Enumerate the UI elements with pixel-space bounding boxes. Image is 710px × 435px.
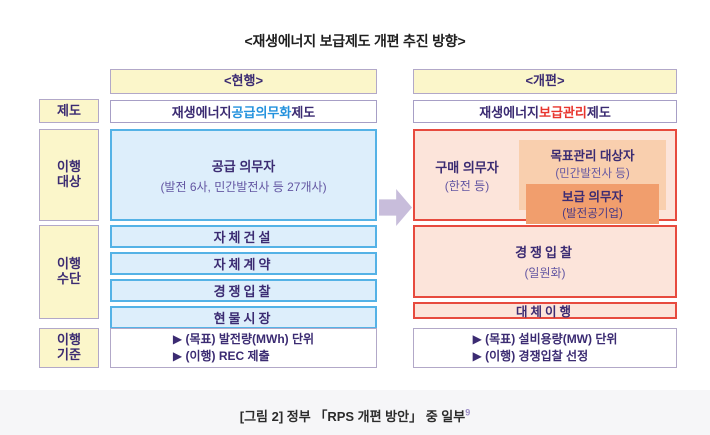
reform-target-box: 구매 의무자 (한전 등) 목표관리 대상자 (민간발전사 등) 보급 의무자 …	[413, 129, 677, 224]
reform-criteria-line2: ▶ (이행) 경쟁입찰 선정	[472, 349, 589, 363]
diagram-title: <재생에너지 보급제도 개편 추진 방향>	[244, 33, 466, 49]
current-target-title: 공급 의무자	[211, 158, 276, 174]
reform-column-header: <개편>	[413, 69, 677, 94]
reform-means-main-box: 경쟁입찰 (일원화)	[413, 225, 677, 298]
reform-buyer-subtitle: (한전 등)	[444, 178, 490, 193]
row-label-target-line2: 대상	[57, 174, 81, 189]
reform-means-main-title: 경쟁입찰	[515, 245, 575, 260]
current-system-suffix: 제도	[291, 105, 316, 120]
reform-header-text: <개편>	[525, 73, 565, 89]
current-means-item-self-contract: 자체계약	[110, 252, 377, 275]
reform-buyer-block: 구매 의무자 (한전 등)	[415, 157, 519, 194]
reform-buyer-title: 구매 의무자	[435, 159, 499, 175]
current-target-box: 공급 의무자 (발전 6사, 민간발전사 등 27개사)	[110, 129, 377, 221]
row-label-target: 이행 대상	[39, 129, 99, 221]
reform-managed-subtitle: (민간발전사 등)	[555, 168, 630, 180]
row-label-target-line1: 이행	[57, 159, 81, 175]
current-target-subtitle: (발전 6사, 민간발전사 등 27개사)	[160, 179, 327, 194]
reform-supplier-subtitle: (발전공기업)	[562, 208, 623, 220]
row-label-system-text: 제도	[57, 102, 81, 118]
row-label-criteria-line2: 기준	[57, 347, 81, 362]
reform-means-main-subtitle: (일원화)	[524, 266, 566, 280]
current-system-highlight: 공급의무화	[231, 105, 292, 120]
row-label-means: 이행 수단	[39, 225, 99, 319]
row-label-criteria: 이행 기준	[39, 328, 99, 368]
reform-criteria-lines: ▶ (목표) 설비용량(MW) 단위 ▶ (이행) 경쟁입찰 선정	[473, 331, 618, 365]
reform-means-alt-box: 대체이행	[413, 302, 677, 319]
row-label-means-line2: 수단	[57, 271, 81, 286]
reform-means-alt-text: 대체이행	[515, 305, 574, 319]
reform-system-suffix: 제도	[586, 105, 611, 120]
current-system-box: 재생에너지 공급의무화 제도	[110, 100, 377, 123]
current-means-item-spot-market: 현물시장	[110, 306, 377, 329]
current-means-item-competitive-bid: 경쟁입찰	[110, 279, 377, 302]
reform-system-box: 재생에너지 보급관리 제도	[413, 100, 677, 123]
current-criteria-line1: ▶ (목표) 발전량(MWh) 단위	[172, 332, 315, 346]
current-column-header: <현행>	[110, 69, 377, 94]
current-criteria-line2: ▶ (이행) REC 제출	[172, 349, 270, 363]
figure-caption-text: [그림 2] 정부 「RPS 개편 방안」 중 일부	[239, 409, 466, 424]
current-system-prefix: 재생에너지	[171, 105, 232, 120]
reform-supplier-title: 보급 의무자	[562, 190, 623, 204]
reform-managed-box: 목표관리 대상자 (민간발전사 등) 보급 의무자 (발전공기업)	[519, 140, 666, 224]
current-criteria-lines: ▶ (목표) 발전량(MWh) 단위 ▶ (이행) REC 제출	[173, 331, 314, 365]
footer-band	[0, 390, 710, 435]
row-label-system: 제도	[39, 99, 99, 123]
reform-supplier-box: 보급 의무자 (발전공기업)	[526, 184, 659, 224]
figure-caption: [그림 2] 정부 「RPS 개편 방안」 중 일부9	[0, 406, 710, 425]
reform-system-prefix: 재생에너지	[479, 105, 540, 120]
reform-system-highlight: 보급관리	[539, 105, 587, 120]
current-means-list: 자체건설 자체계약 경쟁입찰 현물시장	[110, 225, 377, 329]
figure-caption-footnote-ref: 9	[465, 407, 471, 418]
current-header-text: <현행>	[223, 73, 264, 89]
reform-criteria-box: ▶ (목표) 설비용량(MW) 단위 ▶ (이행) 경쟁입찰 선정	[413, 328, 677, 368]
current-criteria-box: ▶ (목표) 발전량(MWh) 단위 ▶ (이행) REC 제출	[110, 328, 377, 368]
current-means-item-self-build: 자체건설	[110, 225, 377, 248]
reform-criteria-line1: ▶ (목표) 설비용량(MW) 단위	[472, 332, 618, 346]
reform-managed-title: 목표관리 대상자	[550, 149, 635, 163]
right-arrow-icon	[379, 189, 412, 226]
row-label-criteria-line1: 이행	[57, 332, 81, 348]
row-label-means-line1: 이행	[57, 256, 81, 272]
